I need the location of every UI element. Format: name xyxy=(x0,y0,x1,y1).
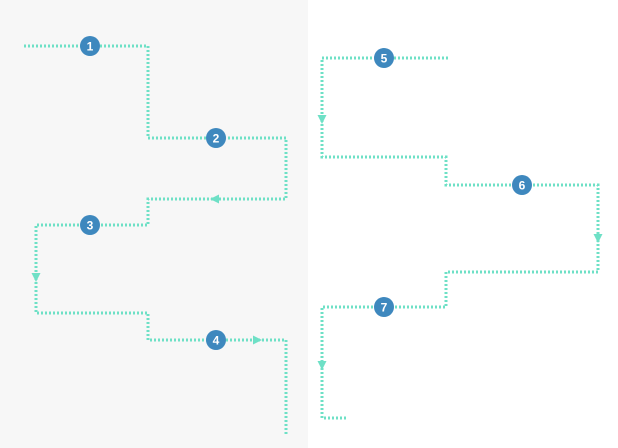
step-marker: 2 xyxy=(206,128,226,148)
svg-text:2: 2 xyxy=(213,132,220,146)
arrow-down-head-icon xyxy=(317,115,327,124)
step-marker: 3 xyxy=(80,215,100,235)
svg-text:1: 1 xyxy=(87,40,94,54)
left-panel-background xyxy=(0,0,308,448)
svg-text:5: 5 xyxy=(381,52,388,66)
svg-text:4: 4 xyxy=(213,334,220,348)
step-marker: 6 xyxy=(512,175,532,195)
right-path xyxy=(320,56,600,420)
step-marker: 5 xyxy=(374,48,394,68)
arrow-left-head-icon xyxy=(210,194,219,204)
svg-text:3: 3 xyxy=(87,219,94,233)
svg-text:6: 6 xyxy=(519,179,526,193)
step-marker: 1 xyxy=(80,36,100,56)
arrow-down-head-icon xyxy=(593,234,603,243)
svg-text:7: 7 xyxy=(381,301,388,315)
arrow-down-head-icon xyxy=(317,361,327,370)
arrow-down-head-icon xyxy=(31,273,41,282)
arrow-right-head-icon xyxy=(253,335,262,345)
step-marker: 4 xyxy=(206,330,226,350)
left-path xyxy=(24,44,288,434)
step-marker: 7 xyxy=(374,297,394,317)
